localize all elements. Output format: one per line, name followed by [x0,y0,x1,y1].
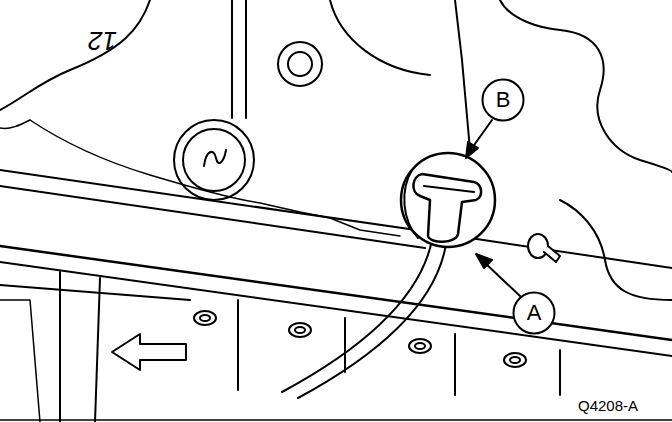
callout-ring [514,293,555,334]
pan-rib [454,334,456,395]
port-mark [204,150,226,166]
casting-outline [500,0,672,172]
pan-edge [0,285,190,300]
casting-outline [0,0,150,110]
direction-arrow [112,334,186,370]
stud [528,234,560,262]
casting-outline [455,0,470,150]
leader-arrowhead [476,254,492,268]
callout-circle: A [512,291,556,335]
flange-line [0,186,425,248]
pan-rib [0,300,40,422]
pan-rib [95,278,100,422]
pan-rail [0,262,672,356]
leader-arrowhead [466,142,478,158]
callout-circle: B [481,78,525,122]
callout-ring [483,80,524,121]
pan-rib [237,300,239,390]
casting-edge [0,120,30,128]
callout-letter: B [496,89,511,111]
casting-number: 12 [88,28,117,54]
port-cover-ring [183,129,245,191]
boss-hole [288,52,312,76]
sensor-connector [413,174,481,242]
pan-rail [0,246,672,340]
figure-code: Q4208-A [578,398,638,413]
connector-edge [424,186,474,192]
port-cover [174,120,254,200]
leader-line [472,120,492,148]
leader-line [484,262,520,296]
flange-line [470,238,672,268]
pan-rib [559,350,561,395]
grommet [401,153,495,247]
casting-edge [30,120,400,236]
bottom-rule [0,419,672,421]
casting-outline [330,0,430,75]
pan-rib [59,272,61,422]
casting-outline [560,200,672,300]
sensor-wire [298,244,446,398]
boss [278,42,322,86]
flange-line [0,170,430,232]
callout-letter: A [527,302,542,324]
casting-rib [231,0,233,118]
casting-rib [245,0,247,118]
pan-rib [344,318,346,372]
